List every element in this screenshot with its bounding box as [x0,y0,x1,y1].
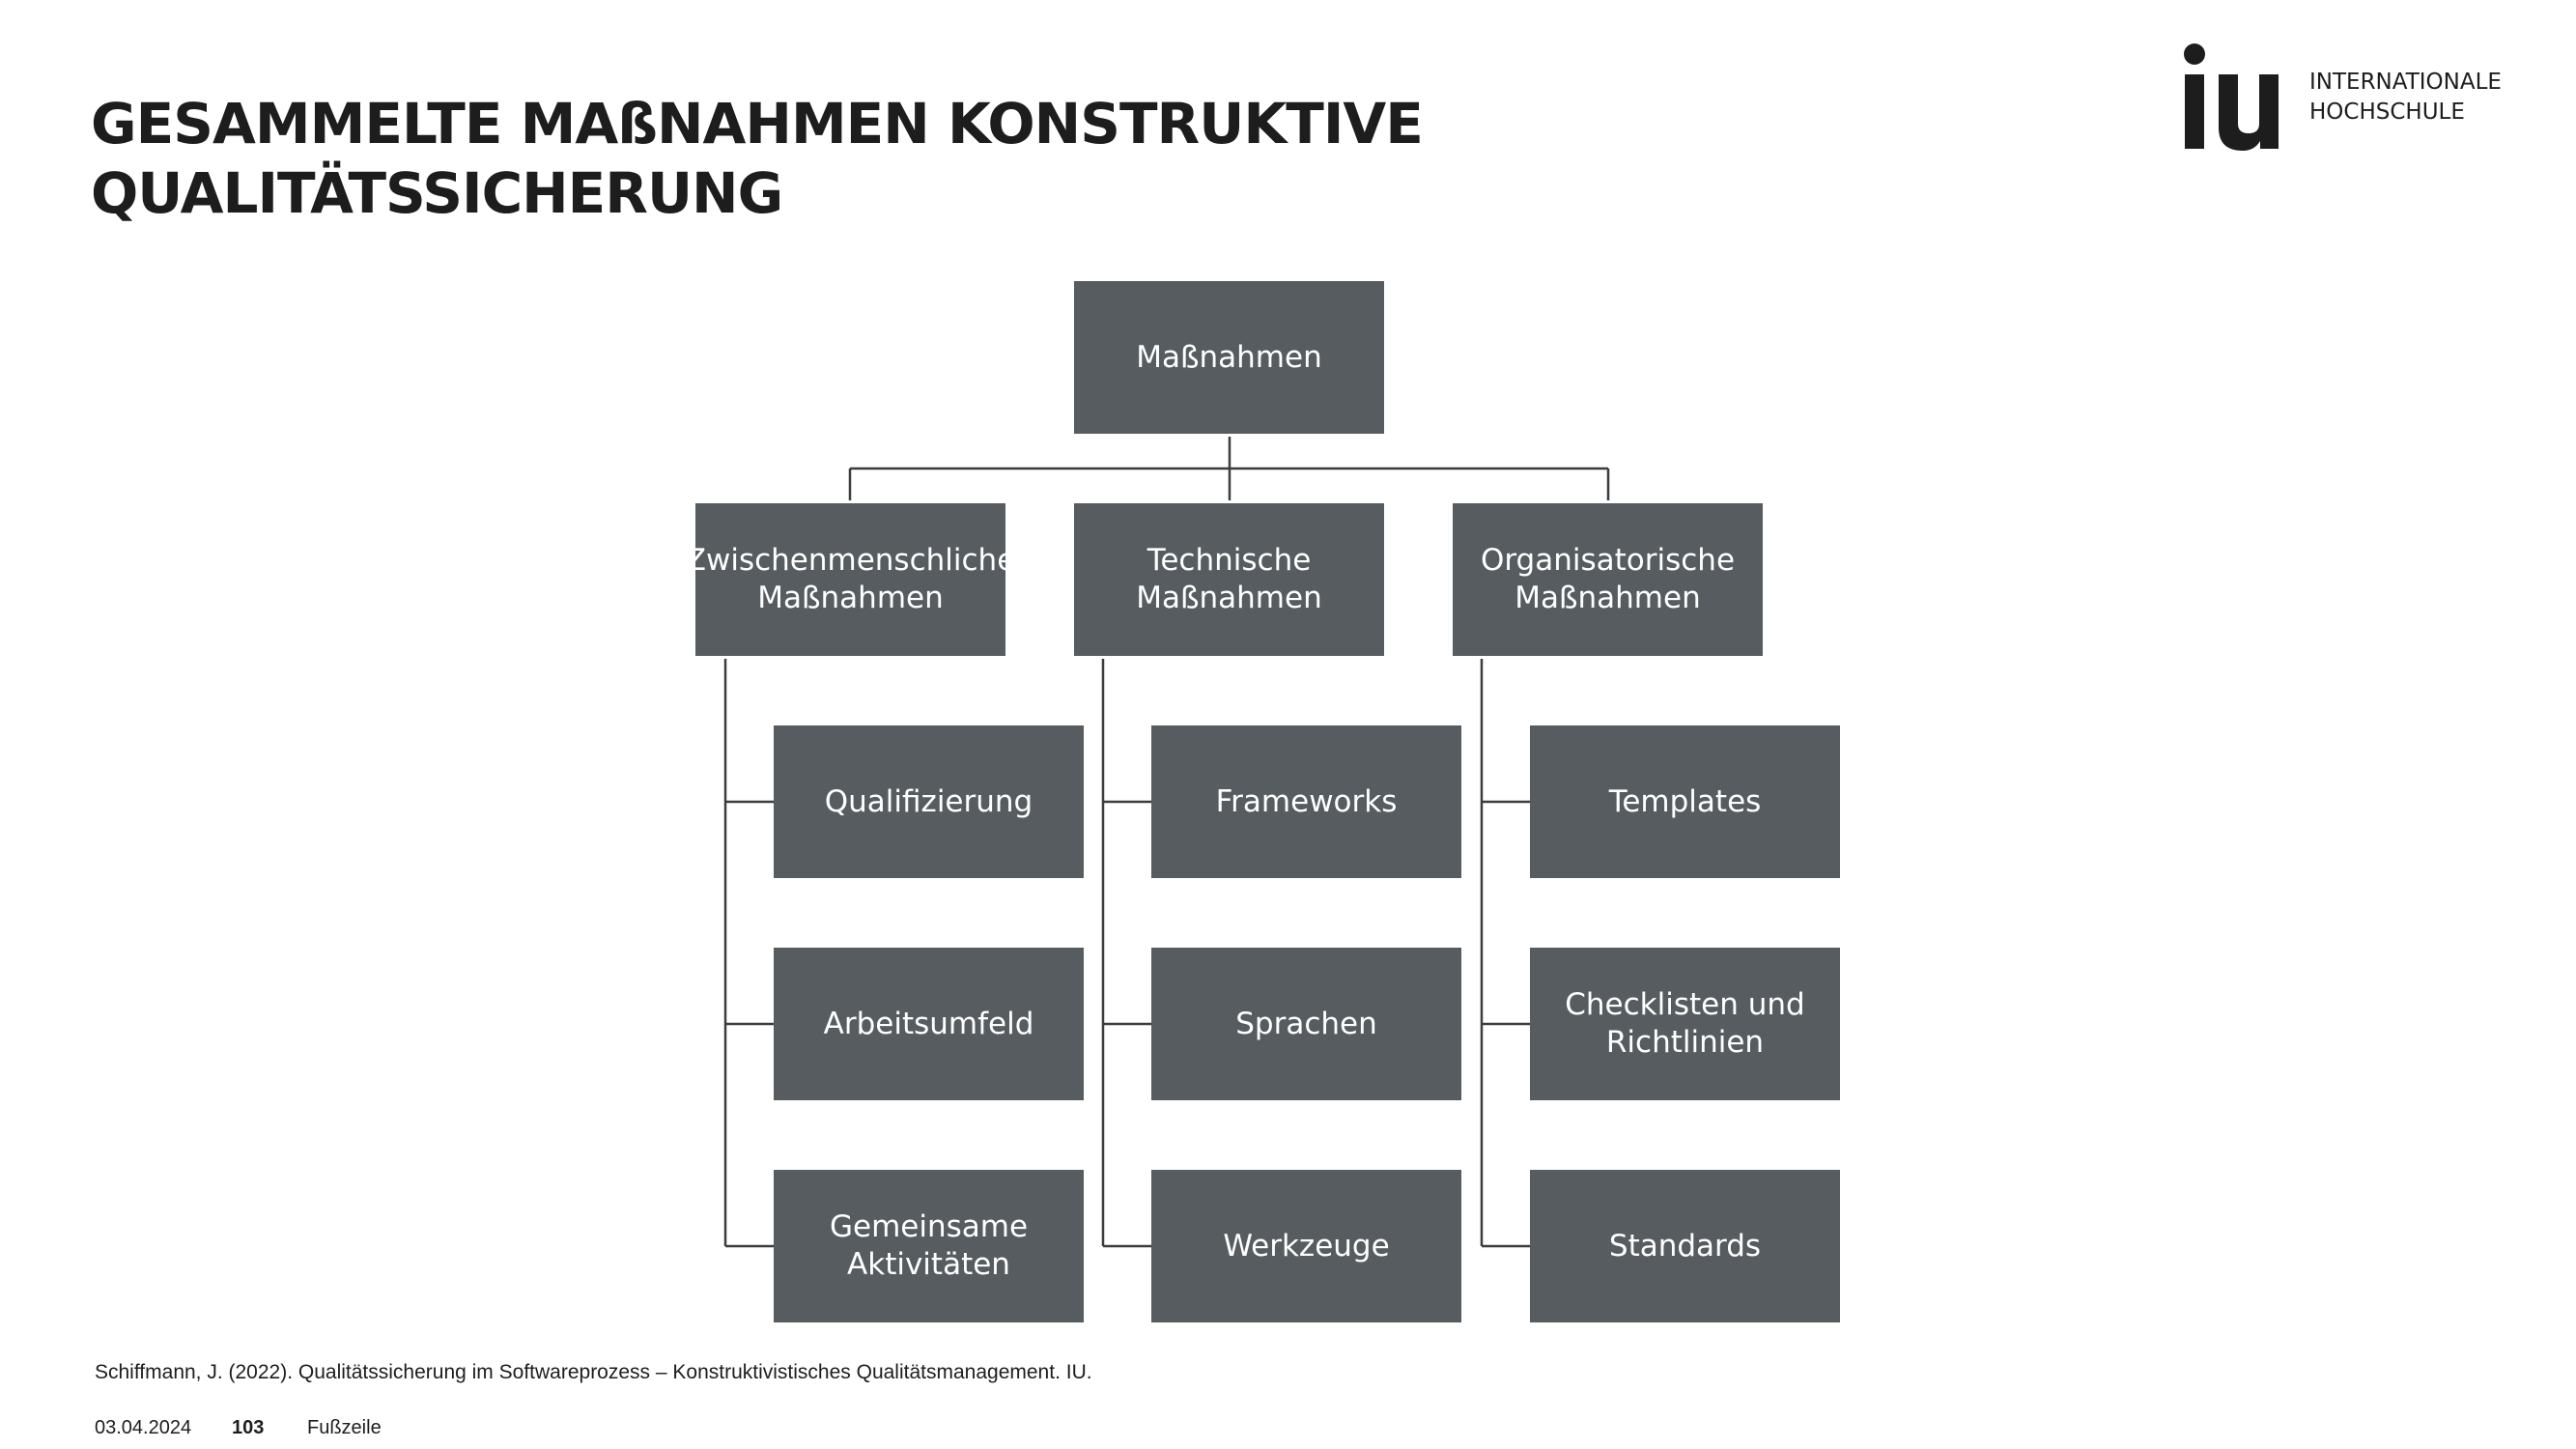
item-label: Gemeinsame Aktivitäten [829,1209,1029,1282]
item-box-arbeitsumfeld: Arbeitsumfeld [774,948,1084,1100]
category-box-technical: Technische Maßnahmen [1074,503,1384,656]
item-label: Werkzeuge [1223,1228,1390,1264]
slide-footer: 03.04.2024 103 Fußzeile [95,1417,382,1439]
item-box-frameworks: Frameworks [1151,725,1461,878]
source-citation: Schiffmann, J. (2022). Qualitätssicherun… [95,1361,1092,1383]
item-box-standards: Standards [1530,1170,1840,1322]
logo-line-2: HOCHSCHULE [2309,99,2465,125]
footer-date: 03.04.2024 [95,1417,192,1438]
category-label-organizational: Organisatorische Maßnahmen [1480,543,1736,615]
item-box-checklisten: Checklisten und Richtlinien [1530,948,1840,1100]
iu-logo: iu INTERNATIONALE HOCHSCHULE [2179,39,2507,155]
item-label: Templates [1608,783,1762,819]
logo-wordmark: INTERNATIONALE HOCHSCHULE [2309,68,2502,128]
footer-label: Fußzeile [307,1417,382,1438]
diagram-root-box: Maßnahmen [1074,281,1384,434]
page-title-line-1: GESAMMELTE MAßNAHMEN KONSTRUKTIVE [91,91,1424,156]
diagram-root-label: Maßnahmen [1136,339,1322,375]
category-label-technical: Technische Maßnahmen [1136,543,1322,615]
page-title: GESAMMELTE MAßNAHMEN KONSTRUKTIVE QUALIT… [91,89,1424,228]
logo-line-1: INTERNATIONALE [2309,70,2502,95]
footer-page-number: 103 [232,1417,265,1438]
category-box-interpersonal: Zwischenmenschliche Maßnahmen [686,503,1015,656]
item-label: Checklisten und Richtlinien [1565,987,1805,1060]
item-box-sprachen: Sprachen [1151,948,1461,1100]
item-box-qualifizierung: Qualifizierung [774,725,1084,878]
item-label: Arbeitsumfeld [823,1006,1034,1041]
item-box-werkzeuge: Werkzeuge [1151,1170,1461,1322]
item-box-templates: Templates [1530,725,1840,878]
iu-logo-mark: iu [2184,43,2279,151]
item-label: Qualifizierung [824,783,1033,819]
item-label: Standards [1608,1228,1762,1264]
category-label-interpersonal: Zwischenmenschliche Maßnahmen [685,543,1016,615]
item-label: Sprachen [1235,1006,1377,1041]
item-box-gemeinsame-aktivitaeten: Gemeinsame Aktivitäten [774,1170,1084,1322]
page-title-line-2: QUALITÄTSSICHERUNG [91,160,783,226]
category-box-organizational: Organisatorische Maßnahmen [1453,503,1763,656]
item-label: Frameworks [1215,783,1398,819]
